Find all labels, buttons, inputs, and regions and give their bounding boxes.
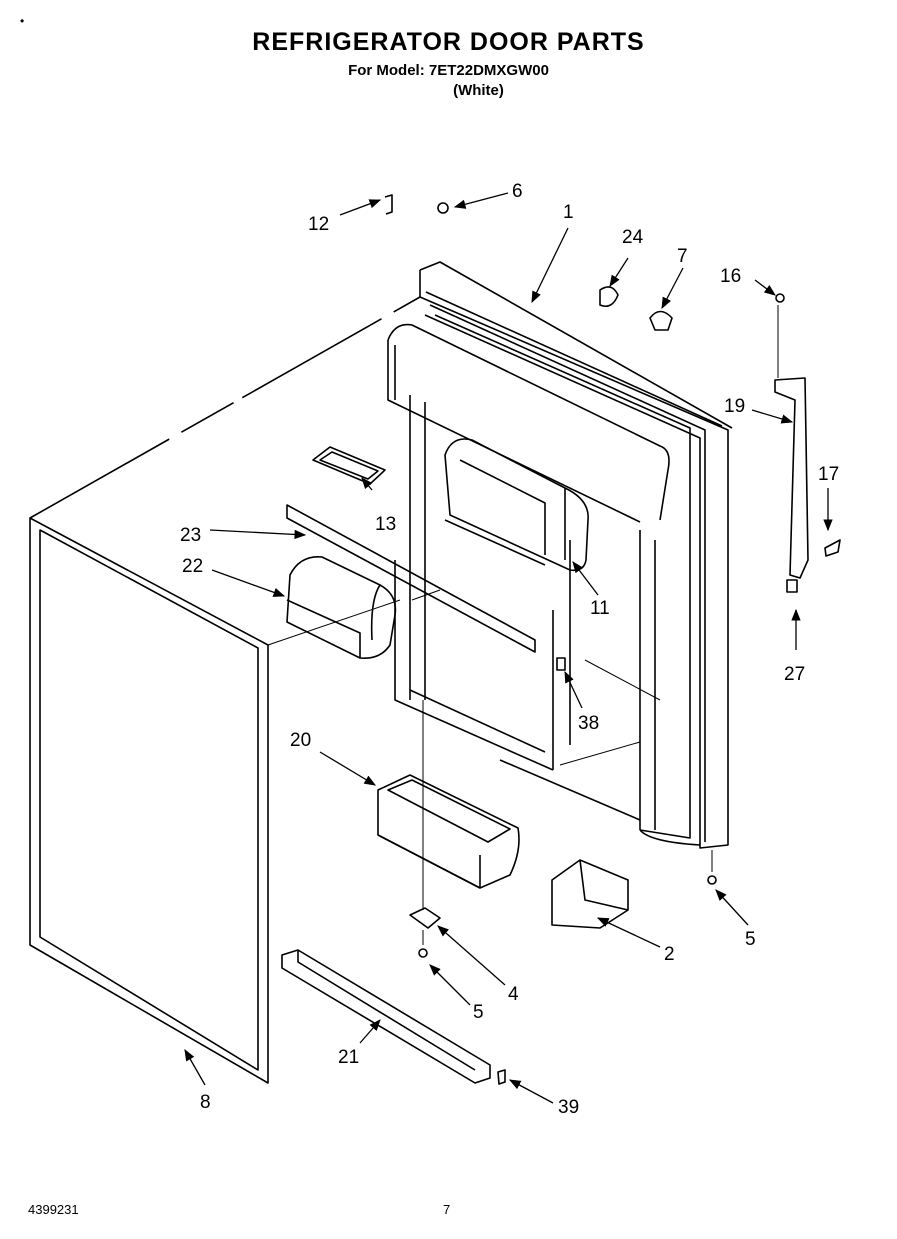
leader-38 [564, 670, 583, 709]
door-liner [387, 261, 733, 849]
corner-mark: • [20, 14, 25, 28]
screw-5-bottom [418, 948, 428, 958]
leader-8 [184, 1048, 206, 1086]
leader-5-right [715, 889, 749, 926]
callout-6: 6 [512, 181, 523, 202]
guide-line [29, 296, 421, 519]
callout-38: 38 [578, 713, 599, 734]
callout-7: 7 [677, 246, 688, 267]
leader-2 [596, 917, 661, 948]
leader-7 [661, 267, 684, 310]
leader-19 [751, 409, 794, 424]
hinge-cover [551, 859, 629, 929]
callout-8: 8 [200, 1092, 211, 1113]
page-number: 7 [443, 1202, 451, 1217]
leader-5-bottom [429, 964, 471, 1006]
color-line: (White) [453, 82, 504, 99]
part-24 [599, 286, 619, 308]
callout-5-right: 5 [745, 929, 756, 950]
callout-4: 4 [508, 984, 519, 1005]
screw-6 [437, 202, 449, 214]
leader-16 [754, 279, 776, 296]
tray-13 [312, 446, 386, 485]
part-39 [497, 1069, 506, 1085]
leader-22 [211, 569, 286, 597]
callout-24: 24 [622, 227, 644, 248]
callout-22: 22 [182, 556, 203, 577]
leader-24 [609, 257, 629, 287]
hinge-bracket-4 [409, 907, 441, 929]
leader-23 [209, 529, 307, 540]
door-gasket [29, 517, 269, 1084]
leader-1 [531, 227, 569, 304]
screw-5-right [707, 875, 717, 885]
leader-39 [508, 1079, 554, 1104]
leader-6 [453, 192, 509, 209]
callout-17: 17 [818, 464, 839, 485]
callout-2: 2 [664, 944, 675, 965]
callout-20: 20 [290, 730, 311, 751]
callout-21: 21 [338, 1047, 359, 1068]
callout-39: 39 [558, 1097, 579, 1118]
part-12 [384, 194, 393, 215]
callout-11: 11 [590, 598, 610, 619]
callout-13: 13 [375, 514, 396, 535]
leader-11 [572, 561, 599, 596]
door-handle [774, 377, 809, 579]
document-number: 4399231 [28, 1202, 79, 1217]
door-bin-20 [377, 774, 520, 889]
leader-13 [361, 477, 373, 491]
callout-19: 19 [724, 396, 745, 417]
shelf-rail [286, 504, 536, 653]
clip-38 [556, 657, 566, 671]
dairy-bin-22 [286, 556, 397, 660]
part-27 [786, 579, 798, 593]
leader-4 [437, 925, 506, 986]
callout-1: 1 [563, 202, 574, 223]
callout-12: 12 [308, 214, 329, 235]
leader-20 [319, 751, 377, 786]
leader-21 [359, 1019, 381, 1044]
plug-7 [649, 310, 673, 331]
callout-labels: 12 6 1 24 7 16 19 17 27 13 23 22 11 38 2… [180, 181, 839, 1118]
model-line: For Model: 7ET22DMXGW00 [348, 62, 549, 79]
callout-23: 23 [180, 525, 201, 546]
screw-16 [775, 293, 785, 303]
screw-17 [824, 539, 841, 557]
callout-5-bottom: 5 [473, 1002, 484, 1023]
callout-27: 27 [784, 664, 805, 685]
page-title: REFRIGERATOR DOOR PARTS [252, 28, 645, 56]
leader-12 [339, 199, 382, 216]
callout-16: 16 [720, 266, 741, 287]
dairy-compartment [444, 438, 589, 572]
